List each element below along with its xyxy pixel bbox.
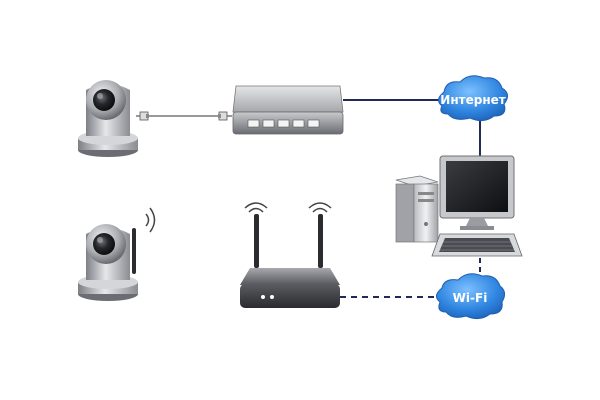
- wifi-label: Wi-Fi: [453, 291, 488, 305]
- ip-camera-icon: [78, 80, 138, 157]
- wifi-router-icon: [240, 214, 340, 308]
- camera-signal-icon: [145, 207, 156, 233]
- switch-ports: [247, 119, 320, 128]
- desktop-computer-icon: [395, 155, 523, 257]
- internet-cloud: Интернет: [438, 75, 508, 122]
- router-antenna-left: [254, 214, 259, 268]
- cloud-icon: [436, 273, 506, 320]
- computer-keyboard: [431, 233, 523, 257]
- router-antenna-right: [318, 214, 323, 268]
- network-switch-icon: [232, 85, 344, 135]
- cloud-icon: [438, 75, 508, 122]
- wireless-ip-camera-icon: [78, 224, 138, 301]
- router-signal-icon: [244, 202, 332, 213]
- cable-connector-left: [139, 111, 149, 121]
- computer-tower: [395, 175, 439, 243]
- computer-monitor: [439, 155, 515, 230]
- router-led: [270, 295, 274, 299]
- camera-antenna: [132, 228, 136, 274]
- internet-label: Интернет: [440, 93, 505, 107]
- wifi-cloud: Wi-Fi: [436, 273, 506, 320]
- router-led: [261, 295, 265, 299]
- cable-connector-right: [218, 111, 228, 121]
